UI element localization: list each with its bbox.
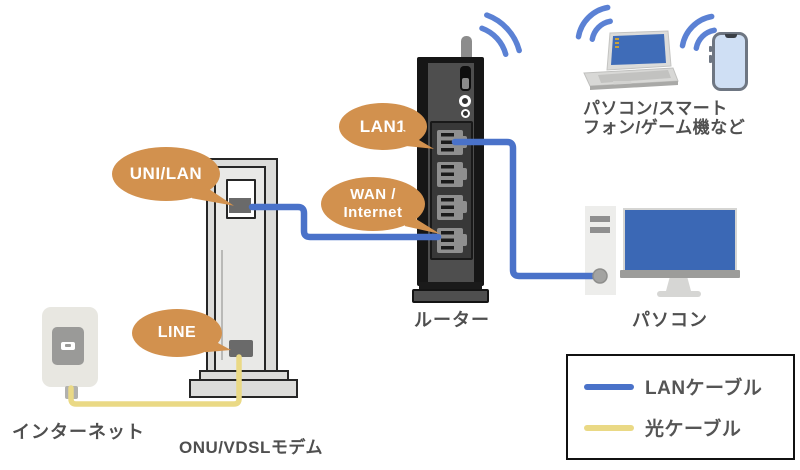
label-router: ルーター [414, 310, 490, 330]
legend-optical-label: 光ケーブル [645, 419, 742, 440]
pc-monitor-screen [623, 208, 737, 271]
smartphone-notch [725, 34, 737, 38]
router-wan-port [437, 228, 467, 253]
callout-wan-line2: Internet [343, 204, 403, 221]
pc-monitor-base [657, 291, 701, 297]
callout-line-text: LINE [157, 324, 197, 341]
wifi-signal-icon [479, 25, 509, 57]
pc-monitor-bezel [620, 270, 740, 278]
callout-wan-line1: WAN / [350, 186, 396, 203]
port-tab [462, 201, 467, 213]
label-wireless-line2: フォン/ゲーム機など [583, 118, 746, 137]
router-led-icon [459, 95, 471, 107]
modem-line-port [229, 340, 253, 357]
pc-tower-drive-bay [590, 216, 610, 222]
router-stand [412, 289, 489, 303]
callout-lan1-text: LAN1 [359, 116, 407, 136]
laptop-keyboard [598, 70, 671, 83]
pc-tower-drive-bay [590, 227, 610, 233]
optical-cable-swatch [584, 424, 634, 431]
smartphone-icon [712, 32, 748, 91]
port-tab [462, 168, 467, 180]
router-base-collar [419, 282, 482, 291]
laptop-screen-text [615, 46, 619, 48]
port-pins [441, 231, 454, 250]
port-pins [441, 198, 454, 217]
legend-lan-label: LANケーブル [645, 378, 763, 399]
laptop-screen-text [615, 42, 619, 44]
legend-row-lan: LANケーブル [584, 373, 793, 400]
smartphone-side-button [709, 46, 712, 52]
wifi-signal-icon [484, 12, 522, 54]
laptop-front-edge [590, 81, 678, 90]
router-lan3-port [437, 195, 467, 220]
label-wireless-devices: パソコン/スマート フォン/ゲーム機など [583, 99, 745, 137]
lan-cable-swatch [584, 383, 634, 390]
modem-seam [221, 250, 223, 360]
port-tab [462, 136, 467, 148]
router-switch-knob [462, 78, 469, 89]
port-pins [441, 165, 454, 184]
laptop-screen-text [615, 38, 619, 40]
label-pc: パソコン [632, 310, 708, 330]
router-antenna [461, 36, 472, 66]
label-internet: インターネット [12, 422, 145, 442]
pc-monitor-stand [666, 278, 691, 291]
port-tab [462, 234, 467, 246]
router-lan1-port [437, 130, 467, 155]
laptop-screen [611, 34, 666, 65]
smartphone-side-button [709, 55, 712, 63]
legend-row-optical: 光ケーブル [584, 414, 793, 441]
router-led-icon [461, 109, 470, 118]
router-lan2-port [437, 162, 467, 187]
modem-stand-base [189, 379, 298, 398]
modem-uni-lan-port [229, 198, 251, 213]
laptop-icon [583, 30, 679, 90]
label-modem: ONU/VDSLモデム [179, 438, 323, 457]
port-pins [441, 133, 454, 152]
callout-uni-lan-text: UNI/LAN [129, 164, 203, 183]
wall-outlet-connector [65, 386, 78, 399]
legend: LANケーブル 光ケーブル [566, 354, 795, 460]
label-wireless-line1: パソコン/スマート [583, 99, 728, 118]
wall-outlet-slot-pin [65, 344, 71, 347]
